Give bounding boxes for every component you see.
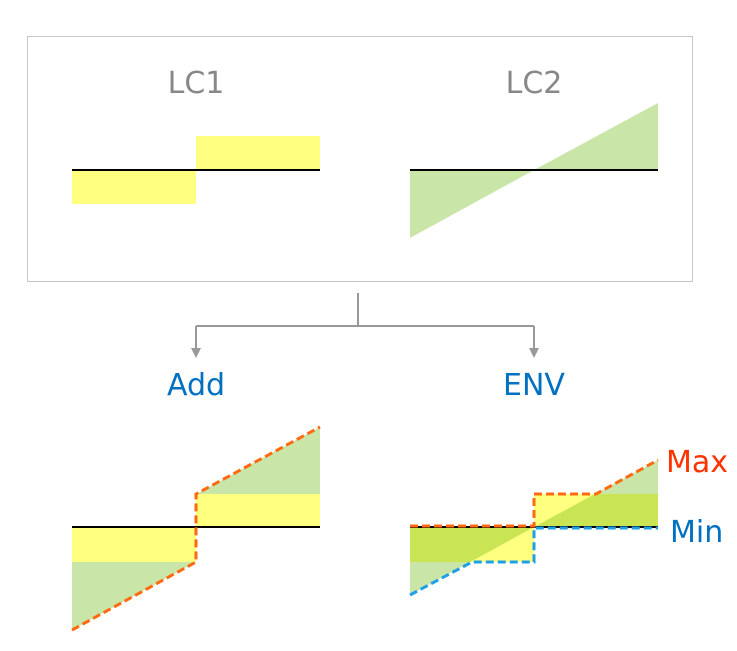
lc1-diagram	[72, 136, 320, 204]
split-arrow	[195, 293, 535, 350]
env-title: ENV	[503, 368, 565, 403]
max-label: Max	[666, 445, 728, 480]
add-sum-line	[71, 425, 321, 632]
env-min-line	[409, 526, 658, 597]
env-diagram	[409, 458, 659, 597]
add-title: Add	[167, 368, 225, 403]
env-max-line	[410, 458, 659, 528]
min-label: Min	[670, 515, 723, 550]
load-cases-box	[27, 36, 693, 282]
lc2-title: LC2	[506, 66, 563, 101]
add-diagram	[71, 425, 321, 632]
arrow-head-env	[529, 348, 539, 358]
lc2-diagram	[410, 103, 658, 238]
lc1-title: LC1	[168, 66, 225, 101]
arrow-head-add	[191, 348, 201, 358]
